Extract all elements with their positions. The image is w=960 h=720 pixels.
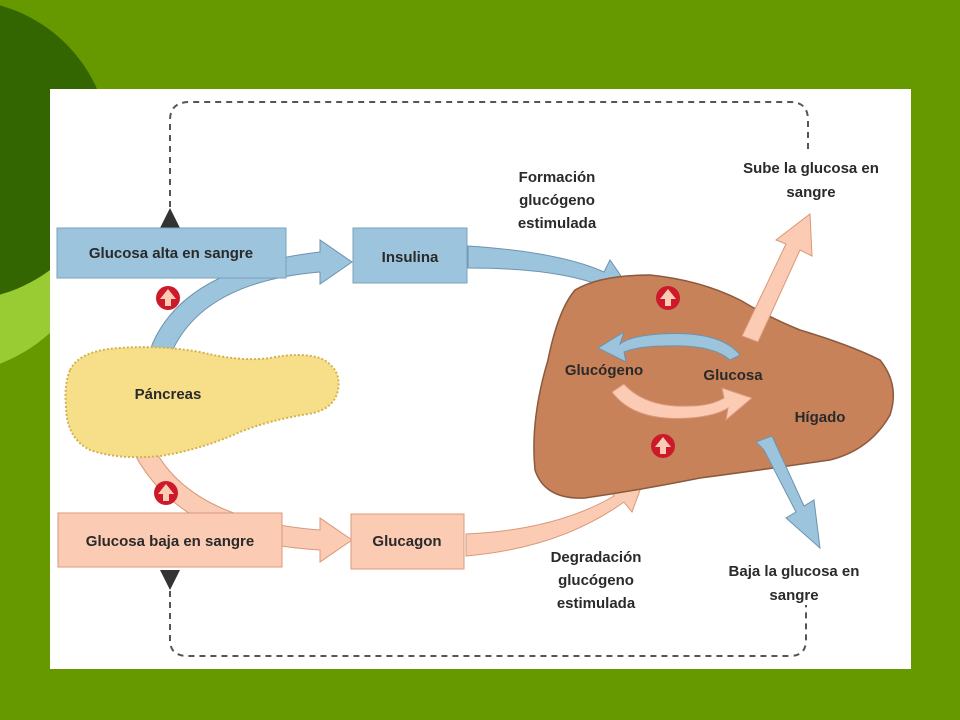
box-glucosa-alta (56, 227, 287, 279)
up-marker-liver-bottom (651, 434, 675, 458)
label-formacion-2: glucógeno (519, 192, 595, 209)
label-insulina: Insulina (382, 249, 439, 266)
label-degradacion-2: glucógeno (558, 572, 634, 589)
label-formacion-3: estimulada (518, 215, 597, 232)
label-sube-1: Sube la glucosa en (743, 160, 879, 177)
label-glucosa: Glucosa (703, 367, 763, 384)
label-glucogeno: Glucógeno (565, 362, 643, 379)
arrow-glucagon-to-liver (465, 473, 647, 557)
label-baja-1: Baja la glucosa en (729, 563, 860, 580)
label-degradacion-3: estimulada (557, 595, 636, 612)
arrow-liver-up (741, 213, 813, 343)
label-glucosa-baja: Glucosa baja en sangre (86, 533, 254, 550)
pancreas-shape (64, 346, 340, 459)
label-glucagon: Glucagon (372, 533, 441, 550)
up-marker-liver-top (656, 286, 680, 310)
cycle-arrow-lower (611, 383, 754, 422)
cycle-arrow-upper (596, 330, 741, 363)
box-glucagon (350, 513, 465, 570)
feedback-loop-top (160, 101, 809, 228)
label-baja-2: sangre (769, 587, 818, 604)
box-insulina (352, 227, 468, 284)
up-marker-alta (156, 286, 180, 310)
label-formacion-1: Formación (519, 169, 596, 186)
label-glucosa-alta: Glucosa alta en sangre (89, 245, 253, 262)
up-marker-baja (154, 481, 178, 505)
box-glucosa-baja (57, 512, 283, 568)
label-degradacion-1: Degradación (551, 549, 642, 566)
feedback-loop-bottom (160, 570, 807, 657)
label-sube-2: sangre (786, 184, 835, 201)
arrow-liver-down (755, 435, 821, 550)
liver-shape (533, 274, 895, 499)
label-higado: Hígado (795, 409, 846, 426)
label-pancreas: Páncreas (135, 386, 202, 403)
arrow-pancreas-to-insulina (149, 239, 353, 357)
